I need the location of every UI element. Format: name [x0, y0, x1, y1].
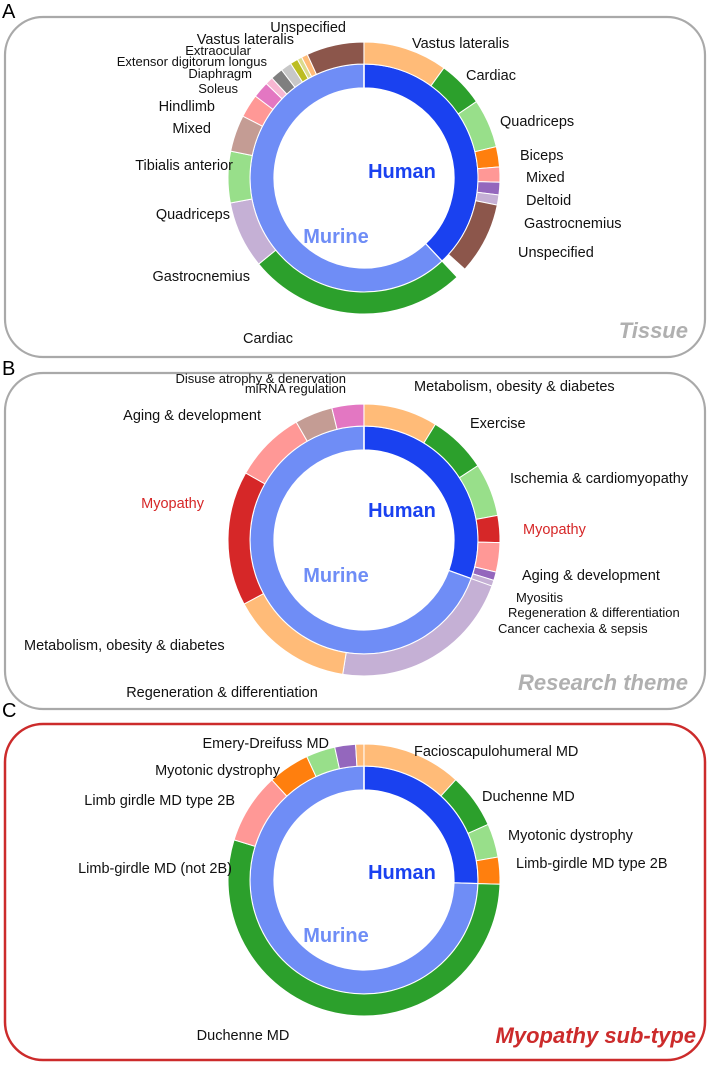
panel-letter: B — [2, 358, 15, 380]
panel-letter: C — [2, 700, 16, 722]
human-ring-label: Human — [368, 500, 436, 522]
murine-segment-label-5: Hindlimb — [159, 99, 215, 115]
human-segment-label-5: Myositis — [516, 590, 563, 605]
human-segment-label-0: Vastus lateralis — [412, 36, 509, 52]
human-segment-label-2: Myotonic dystrophy — [508, 828, 634, 844]
murine-segment-label-4: Emery-Dreifuss MD — [203, 736, 329, 752]
murine-segment-label-0: Cardiac — [243, 331, 293, 347]
human-segment-label-6: Gastrocnemius — [524, 216, 622, 232]
panel-title: Research theme — [518, 670, 688, 695]
murine-ring-label: Murine — [303, 925, 369, 947]
human-segment-label-7: Unspecified — [518, 245, 594, 261]
human-segment-label-3: Limb-girdle MD type 2B — [516, 856, 668, 872]
murine-segment-label-2: Quadriceps — [156, 207, 230, 223]
human-ring-label: Human — [368, 862, 436, 884]
murine-segment-label-2: Limb girdle MD type 2B — [84, 793, 235, 809]
murine-ring-label: Murine — [303, 226, 369, 248]
human-segment-label-4: Aging & development — [522, 568, 660, 584]
human-segment-label-4: Mixed — [526, 170, 565, 186]
murine-segment-label-3: Tibialis anterior — [135, 158, 233, 174]
murine-ring-label: Murine — [303, 565, 369, 587]
murine-segment-label-7: Soleus — [198, 81, 238, 96]
murine-segment-5 — [331, 403, 365, 430]
human-segment-label-1: Exercise — [470, 416, 526, 432]
murine-segment-label-4: miRNA regulation — [245, 381, 346, 396]
murine-segment-label-12: Unspecified — [270, 20, 346, 36]
human-segment-label-0: Facioscapulohumeral MD — [414, 744, 578, 760]
human-segment-label-6: Regeneration & differentiation — [508, 605, 680, 620]
murine-segment-label-2: Myopathy — [141, 496, 205, 512]
murine-segment-label-1: Limb-girdle MD (not 2B) — [78, 861, 232, 877]
panel-frame — [3, 15, 707, 359]
murine-segment-label-5: Disuse atrophy & denervation — [175, 371, 346, 386]
human-segment-label-3: Myopathy — [523, 522, 587, 538]
human-segment-label-7: Cancer cachexia & sepsis — [498, 621, 648, 636]
murine-segment-label-0: Duchenne MD — [197, 1028, 290, 1044]
murine-segment-5 — [355, 743, 365, 767]
panel-frame — [3, 722, 707, 1062]
murine-segment-label-8: Diaphragm — [188, 66, 252, 81]
human-segment-label-2: Ischemia & cardiomyopathy — [510, 471, 689, 487]
murine-segment-label-10: Extraocular — [185, 43, 251, 58]
human-segment-label-0: Metabolism, obesity & diabetes — [414, 379, 615, 395]
human-segment-label-1: Cardiac — [466, 68, 516, 84]
panel-frame — [3, 371, 707, 711]
human-segment-label-5: Deltoid — [526, 193, 571, 209]
panel-letter: A — [2, 1, 16, 23]
murine-segment-label-1: Gastrocnemius — [152, 269, 250, 285]
murine-segment-label-0: Regeneration & differentiation — [126, 685, 318, 701]
human-segment-3 — [475, 856, 501, 885]
human-segment-7 — [447, 200, 498, 270]
murine-segment-label-11: Vastus lateralis — [197, 32, 294, 48]
murine-segment-label-9: Extensor digitorum longus — [117, 54, 268, 69]
human-ring-label: Human — [368, 161, 436, 183]
human-segment-label-2: Quadriceps — [500, 114, 574, 130]
human-segment-3 — [475, 514, 501, 544]
human-segment-label-1: Duchenne MD — [482, 789, 575, 805]
murine-segment-label-3: Aging & development — [123, 408, 261, 424]
panel-title: Tissue — [619, 318, 688, 343]
murine-segment-label-1: Metabolism, obesity & diabetes — [24, 638, 225, 654]
human-segment-4 — [477, 166, 501, 183]
murine-segment-label-4: Mixed — [172, 121, 211, 137]
murine-segment-12 — [306, 41, 365, 76]
murine-segment-label-3: Myotonic dystrophy — [155, 763, 281, 779]
panel-title: Myopathy sub-type — [496, 1023, 696, 1048]
human-segment-label-3: Biceps — [520, 148, 564, 164]
